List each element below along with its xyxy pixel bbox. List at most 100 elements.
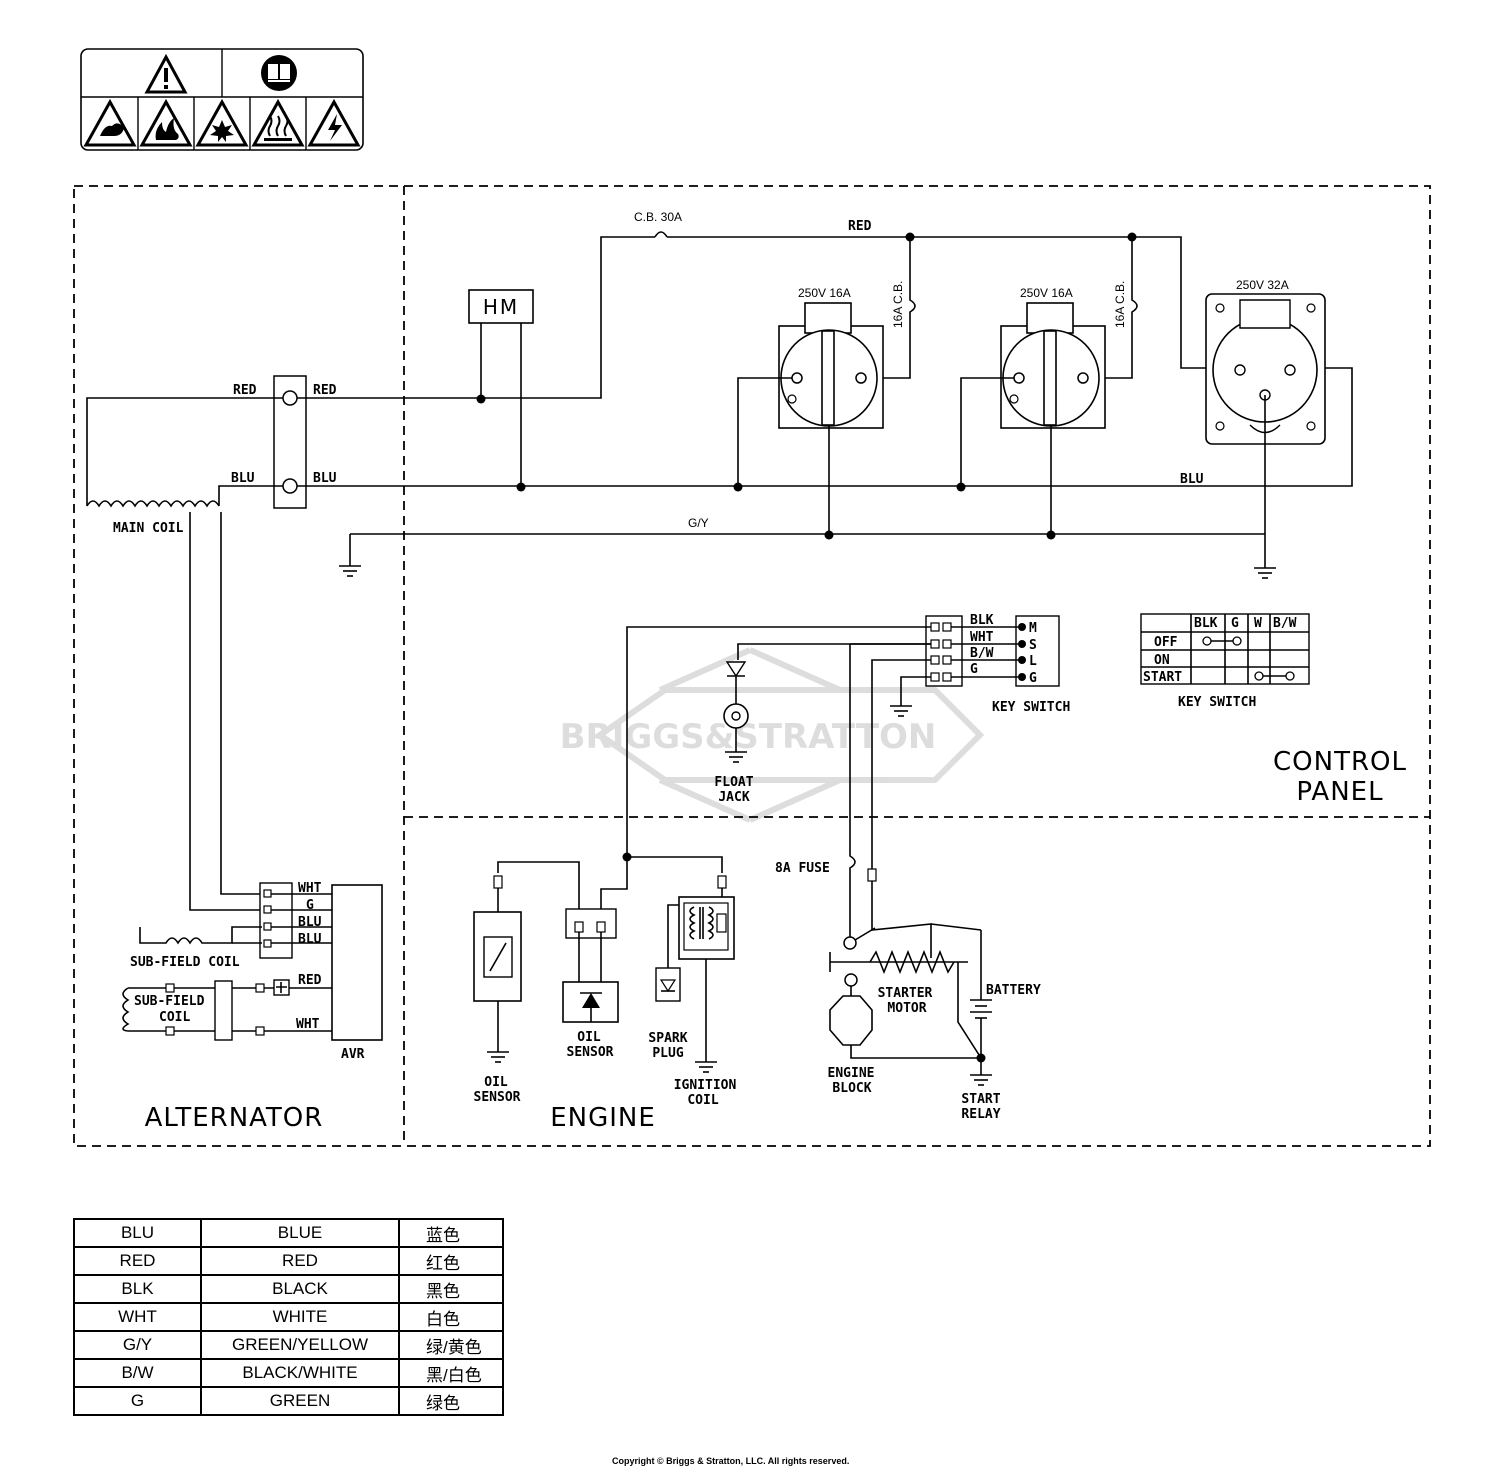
gy-label: G/Y	[688, 516, 709, 530]
watermark-text: BRIGGS&STRATTON	[560, 717, 937, 757]
ks-terminal-m: M	[1029, 621, 1037, 636]
legend-chinese-name: 蓝色	[398, 1218, 504, 1248]
legend-color-name: BLACK/WHITE	[200, 1358, 400, 1388]
ignition-coil-2: COIL	[687, 1093, 718, 1108]
cb2-label: 16A C.B.	[1113, 281, 1127, 328]
outlet-3-rating: 250V 32A	[1236, 278, 1289, 292]
float-jack-line2: JACK	[718, 790, 749, 805]
ks-terminal-s: S	[1029, 638, 1037, 653]
key-switch-label: KEY SWITCH	[992, 700, 1070, 715]
legend-color-name: WHITE	[200, 1302, 400, 1332]
avr-circuit	[122, 512, 383, 1041]
explosion-icon	[195, 98, 249, 147]
ignition-coil-1: IGNITION	[674, 1078, 737, 1093]
warning-label	[80, 48, 364, 151]
red-label-right: RED	[313, 383, 337, 398]
alternator-section-label: ALTERNATOR	[145, 1103, 324, 1133]
spark-plug-2: PLUG	[652, 1046, 683, 1061]
toxic-fumes-icon	[83, 98, 137, 147]
hot-surface-icon	[251, 98, 305, 147]
legend-chinese-name: 黑/白色	[398, 1358, 504, 1388]
engine-circuit	[473, 644, 992, 1086]
battery-label: BATTERY	[986, 983, 1041, 998]
legend-code: WHT	[73, 1302, 202, 1332]
legend-code: BLK	[73, 1274, 202, 1304]
legend-code: B/W	[73, 1358, 202, 1388]
key-switch-table	[1140, 613, 1310, 685]
sub-field-coil-2-line2: COIL	[159, 1010, 190, 1025]
hour-meter-label: HM	[483, 295, 519, 319]
ks-terminal-g: G	[1029, 671, 1037, 686]
main-breaker-label: C.B. 30A	[634, 210, 682, 224]
legend-color-name: RED	[200, 1246, 400, 1276]
engine-block-2: BLOCK	[832, 1081, 871, 1096]
outlet-1-rating: 250V 16A	[798, 286, 851, 300]
hour-meter	[468, 289, 534, 324]
main-coil-label: MAIN COIL	[113, 521, 184, 536]
starter-motor-1: STARTER	[878, 986, 933, 1001]
ground-symbol	[1254, 567, 1276, 579]
legend-code: G	[73, 1386, 202, 1416]
ks-table-row-on: ON	[1154, 653, 1170, 668]
avr-blu-1: BLU	[298, 915, 322, 930]
read-manual-icon	[261, 55, 297, 91]
blu-label-main: BLU	[1180, 472, 1204, 487]
key-switch-circuit	[626, 613, 1310, 870]
ground-symbol	[339, 565, 361, 577]
ks-table-head-w: W	[1254, 616, 1262, 631]
blu-label-left: BLU	[231, 471, 255, 486]
legend-code: RED	[73, 1246, 202, 1276]
legend-chinese-name: 红色	[398, 1246, 504, 1276]
outlet-16a-1	[778, 302, 884, 429]
electric-shock-icon	[307, 98, 361, 147]
engine-section-label: ENGINE	[550, 1103, 656, 1133]
outlet-32a	[1205, 293, 1326, 445]
outlet-2-rating: 250V 16A	[1020, 286, 1073, 300]
outlet-16a-2	[1000, 302, 1106, 429]
blu-label-right: BLU	[313, 471, 337, 486]
oil-sensor-mid-2: SENSOR	[567, 1045, 614, 1060]
sub-field-coil-2-line1: SUB-FIELD	[134, 994, 205, 1009]
avr-label: AVR	[341, 1047, 365, 1062]
cb1-label: 16A C.B.	[891, 281, 905, 328]
engine-block-1: ENGINE	[828, 1066, 875, 1081]
ks-terminal-l: L	[1029, 654, 1037, 669]
start-relay-2: RELAY	[961, 1107, 1000, 1122]
legend-code: BLU	[73, 1218, 202, 1248]
start-relay-1: START	[961, 1092, 1000, 1107]
ks-wire-blk: BLK	[970, 613, 994, 628]
oil-sensor-left-2: SENSOR	[474, 1090, 521, 1105]
legend-color-name: BLUE	[200, 1218, 400, 1248]
avr-wht-top: WHT	[298, 881, 322, 896]
ks-table-title: KEY SWITCH	[1178, 695, 1256, 710]
avr-g: G	[306, 898, 314, 913]
ks-wire-bw: B/W	[970, 646, 994, 661]
avr-red: RED	[298, 973, 322, 988]
avr-wht-bottom: WHT	[296, 1017, 320, 1032]
legend-color-name: GREEN	[200, 1386, 400, 1416]
main-circuit	[86, 231, 1353, 579]
red-label-left: RED	[233, 383, 257, 398]
ks-table-head-g: G	[1231, 616, 1239, 631]
warning-triangle-icon	[144, 53, 188, 94]
legend-color-name: BLACK	[200, 1274, 400, 1304]
avr-blu-2: BLU	[298, 932, 322, 947]
legend-color-name: GREEN/YELLOW	[200, 1330, 400, 1360]
control-panel-line2: PANEL	[1296, 777, 1383, 807]
legend-chinese-name: 白色	[398, 1302, 504, 1332]
red-label-top: RED	[848, 219, 872, 234]
fuse-label: 8A FUSE	[775, 861, 830, 876]
legend-code: G/Y	[73, 1330, 202, 1360]
watermark: BRIGGS&STRATTON	[560, 647, 985, 823]
copyright-notice: Copyright © Briggs & Stratton, LLC. All …	[612, 1456, 850, 1466]
sub-field-coil-1: SUB-FIELD COIL	[130, 955, 240, 970]
diagram-labels: RED RED BLU BLU RED BLU G/Y C.B. 30A 16A…	[113, 210, 1406, 1133]
